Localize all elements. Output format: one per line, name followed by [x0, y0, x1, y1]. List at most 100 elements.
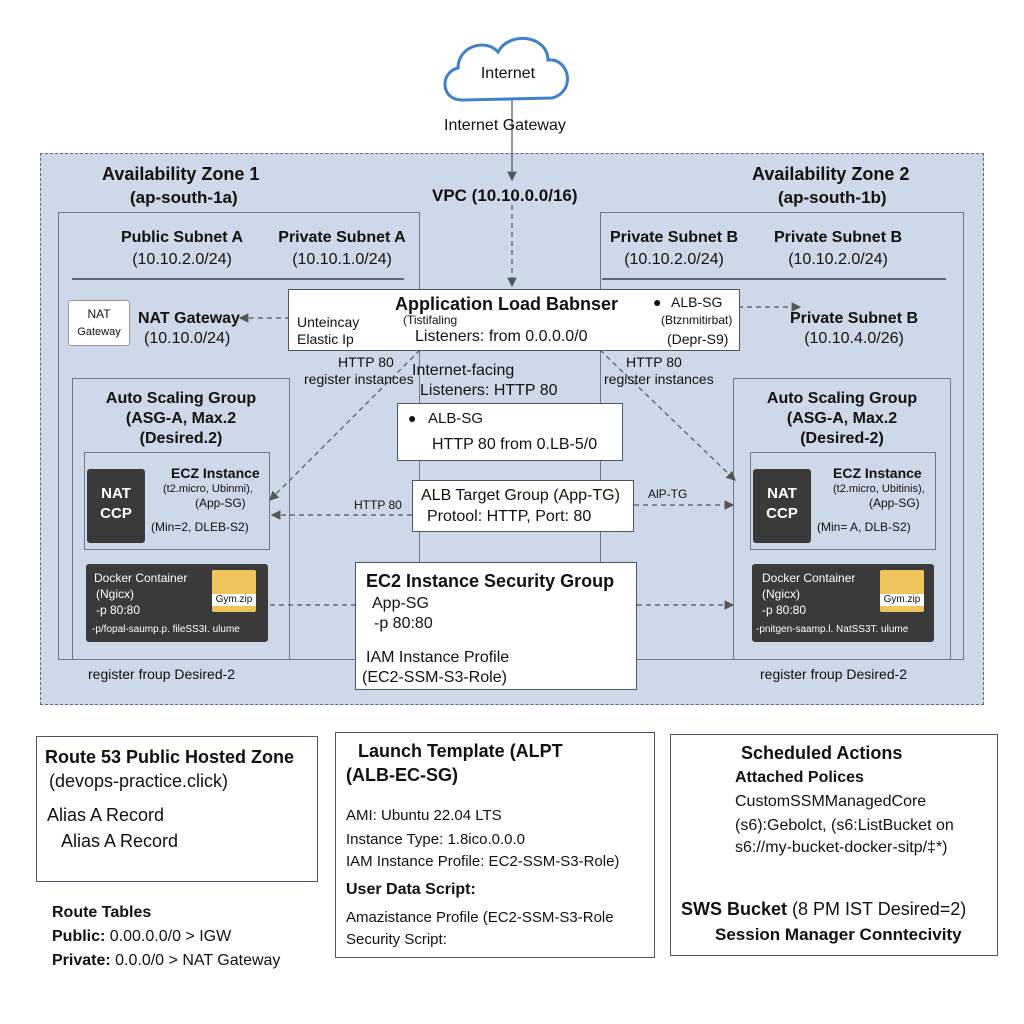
az2-private-subnet-1-title: Private Subnet B [609, 229, 739, 246]
route53-zone: (devops-practice.click) [49, 771, 229, 791]
alb-sg-box-rule: HTTP 80 from 0.LB-5/0 [432, 436, 598, 453]
cloud-icon [443, 36, 569, 102]
az1-docker-container[interactable]: Docker Container (Ngicx) -p 80:80 -p/fop… [86, 564, 268, 642]
az2-ec2-instance[interactable]: NAT CCP ECZ Instance (t2.micro, Ubitinis… [750, 452, 936, 550]
ec2-sg-line4: (EC2-SSM-S3-Role) [362, 669, 507, 686]
az2-ec2-line2: (App-SG) [869, 496, 920, 510]
nat-icon-line1: NAT [87, 307, 111, 321]
az2-docker-container[interactable]: Docker Container (Ngicx) -p 80:80 -pnitg… [752, 564, 934, 642]
az2-ec2-badge-1: NAT [767, 485, 797, 502]
scheduled-actions[interactable]: Scheduled Actions Attached Polices Custo… [670, 734, 998, 956]
route-public-key: Public: [52, 928, 106, 945]
az2-file-icon [880, 570, 924, 612]
scheduled-bucket-rest: (8 PM IST Desired=2) [787, 899, 967, 919]
alb-left-2: Elastic Ip [297, 331, 354, 347]
az1-footer: register froup Desired-2 [88, 666, 236, 682]
az2-private-subnet-2-title: Private Subnet B [773, 229, 903, 246]
az1-asg-line2: (ASG-A, Max.2 [125, 410, 237, 427]
nat-icon-line2: Gateway [77, 326, 121, 338]
az1-subnet-divider [72, 278, 404, 280]
az2-private-subnet-3-cidr: (10.10.4.0/26) [804, 330, 904, 347]
launch-template-uds-title: User Data Script: [346, 881, 476, 898]
scheduled-bucket-bold: SWS Bucket [681, 899, 788, 919]
az1-asg-box [72, 378, 290, 660]
route53-title: Route 53 Public Hosted Zone [45, 747, 295, 767]
ec2-sg-line3: IAM Instance Profile [366, 649, 510, 666]
target-group-line1: ALB Target Group (App-TG) [421, 487, 620, 504]
alb-left-1: Unteincay [297, 314, 360, 330]
route-private-value: 0.0.0/0 > NAT Gateway [110, 952, 281, 969]
az2-asg-line2: (ASG-A, Max.2 [786, 410, 898, 427]
alb-sg-box-title: ALB-SG [428, 410, 484, 427]
az1-file-icon [212, 570, 256, 612]
scheduled-title: Scheduled Actions [741, 743, 903, 763]
tg-right-label: AlP-TG [648, 487, 688, 501]
nat-gateway-title: NAT Gateway [138, 310, 240, 327]
az2-docker-line3: -pnitgen-saamp.l. NatSS3T. ulume [756, 624, 909, 635]
alb-sg-box[interactable]: ● ALB-SG HTTP 80 from 0.LB-5/0 [397, 403, 623, 461]
ec2-sg-line1: App-SG [372, 595, 429, 612]
scheduled-bucket: SWS Bucket (8 PM IST Desired=2) [681, 899, 966, 920]
az1-ec2-badge-1: NAT [101, 485, 131, 502]
internet-gateway-label: Internet Gateway [444, 117, 566, 134]
internet-label: Internet [480, 65, 536, 82]
scheduled-line1: CustomSSMManagedCore [735, 793, 927, 810]
launch-template-title-1: Launch Template (ALPT [358, 741, 563, 761]
route-tables-private: Private: 0.0.0/0 > NAT Gateway [52, 952, 280, 970]
az1-docker-line3: -p/fopal-saump.p. fileSS3I. ulume [92, 624, 240, 635]
az2-ec2-line3: (Min= A, DLB-S2) [817, 520, 911, 534]
az2-asg-line3: (Desired-2) [800, 430, 884, 447]
az2-asg-line1: Auto Scaling Group [766, 390, 918, 407]
alb-to-asg-b-line [599, 349, 736, 481]
route-public-value: 0.00.0.0/0 > IGW [105, 928, 232, 945]
alb-mid-1: (Tistifaling [403, 313, 458, 327]
az1-docker-title: Docker Container [94, 571, 188, 585]
alb-sg-line1: (Btznmitirbat) [661, 313, 733, 327]
az2-ec2-title: ECZ Instance [833, 465, 922, 481]
az2-region: (ap-south-1b) [778, 188, 887, 207]
route-tables-public: Public: 0.00.0.0/0 > IGW [52, 928, 231, 946]
route53-hosted-zone[interactable]: Route 53 Public Hosted Zone (devops-prac… [36, 736, 318, 882]
alb-sg-line2: (Depr-S9) [667, 331, 729, 347]
az1-public-subnet-title: Public Subnet A [120, 229, 244, 246]
az2-private-subnet-3-title: Private Subnet B [789, 310, 919, 327]
launch-template[interactable]: Launch Template (ALPT (ALB-EC-SG) AMI: U… [335, 732, 655, 958]
scheduled-line2: (s6):Gebolct, (s6:ListBucket on [735, 817, 954, 834]
az1-asg-line1: Auto Scaling Group [105, 390, 257, 407]
az2-docker-title: Docker Container [762, 571, 856, 585]
az1-file-name: Gym.zip [212, 594, 256, 606]
scheduled-session: Session Manager Conntecivity [715, 925, 962, 944]
left-register-label: register instances [304, 371, 414, 387]
internet-facing-label: Internet-facing [412, 362, 515, 379]
az2-ec2-line1: (t2.micro, Ubitinis), [833, 483, 925, 495]
target-group-line2: Protool: HTTP, Port: 80 [427, 508, 592, 525]
az1-ec2-instance[interactable]: NAT CCP ECZ Instance (t2.micro, Ubinmi),… [84, 452, 270, 550]
vpc-label: VPC (10.10.0.0/16) [432, 186, 578, 205]
scheduled-line3: s6://my-bucket-docker-sitp/‡*) [735, 839, 948, 856]
az1-public-subnet-cidr: (10.10.2.0/24) [132, 251, 232, 268]
ec2-sg-line2: -p 80:80 [374, 615, 433, 632]
az1-docker-line2: -p 80:80 [96, 603, 141, 617]
application-load-balancer[interactable]: Application Load Babnser Unteincay Elast… [288, 289, 740, 351]
alb-listeners: Listeners: from 0.0.0.0/0 [415, 328, 588, 345]
launch-template-itype: Instance Type: 1.8ico.0.0.0 [346, 831, 526, 848]
left-http-label: HTTP 80 [338, 354, 394, 370]
az2-private-subnet-1-cidr: (10.10.2.0/24) [624, 251, 724, 268]
az2-subnet-divider [602, 278, 946, 280]
az2-asg-box [733, 378, 951, 660]
az2-docker-line1: (Ngicx) [762, 587, 800, 601]
scheduled-subtitle: Attached Polices [735, 769, 864, 786]
az1-docker-line1: (Ngicx) [96, 587, 134, 601]
az2-docker-line2: -p 80:80 [762, 603, 807, 617]
alb-target-group[interactable]: ALB Target Group (App-TG) Protool: HTTP,… [412, 480, 634, 532]
launch-template-title-2: (ALB-EC-SG) [346, 765, 458, 785]
az2-ec2-badge-2: CCP [766, 505, 798, 522]
ec2-sg-title: EC2 Instance Security Group [366, 571, 615, 591]
az1-ec2-line3: (Min=2, DLEB-S2) [151, 520, 249, 534]
launch-template-line2: Security Script: [346, 931, 447, 948]
alb-sg-title: ALB-SG [671, 294, 723, 310]
ec2-security-group[interactable]: EC2 Instance Security Group App-SG -p 80… [355, 562, 637, 690]
az2-private-subnet-2-cidr: (10.10.2.0/24) [788, 251, 888, 268]
az2-ec2-badge: NAT CCP [753, 469, 811, 543]
